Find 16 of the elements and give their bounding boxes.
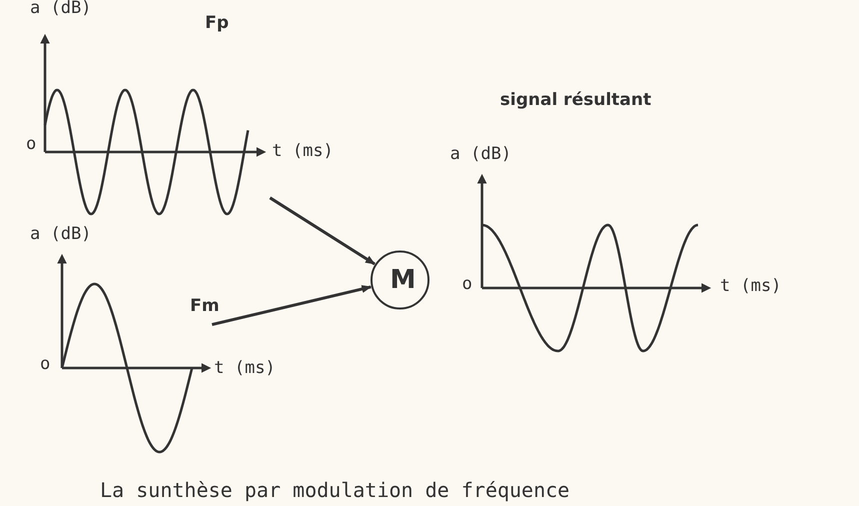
axis-origin: o [462,276,472,293]
axis-label: a (dB) [30,0,92,17]
axis-label: t (ms) [272,143,334,160]
graph-title: Fp [205,15,229,32]
arrow [212,285,372,326]
axis-label: a (dB) [450,146,512,163]
arrow [269,196,376,266]
axis-label: a (dB) [30,226,92,243]
graph-title: signal résultant [500,92,652,109]
graph-title: Fm [190,298,220,315]
figure-caption: La sunthèse par modulation de fréquence [100,480,570,500]
axis-origin: o [26,136,36,153]
axis-origin: o [40,356,50,373]
modulator-letter: M [390,267,416,293]
axis-label: t (ms) [214,360,276,377]
axis-label: t (ms) [720,278,782,295]
